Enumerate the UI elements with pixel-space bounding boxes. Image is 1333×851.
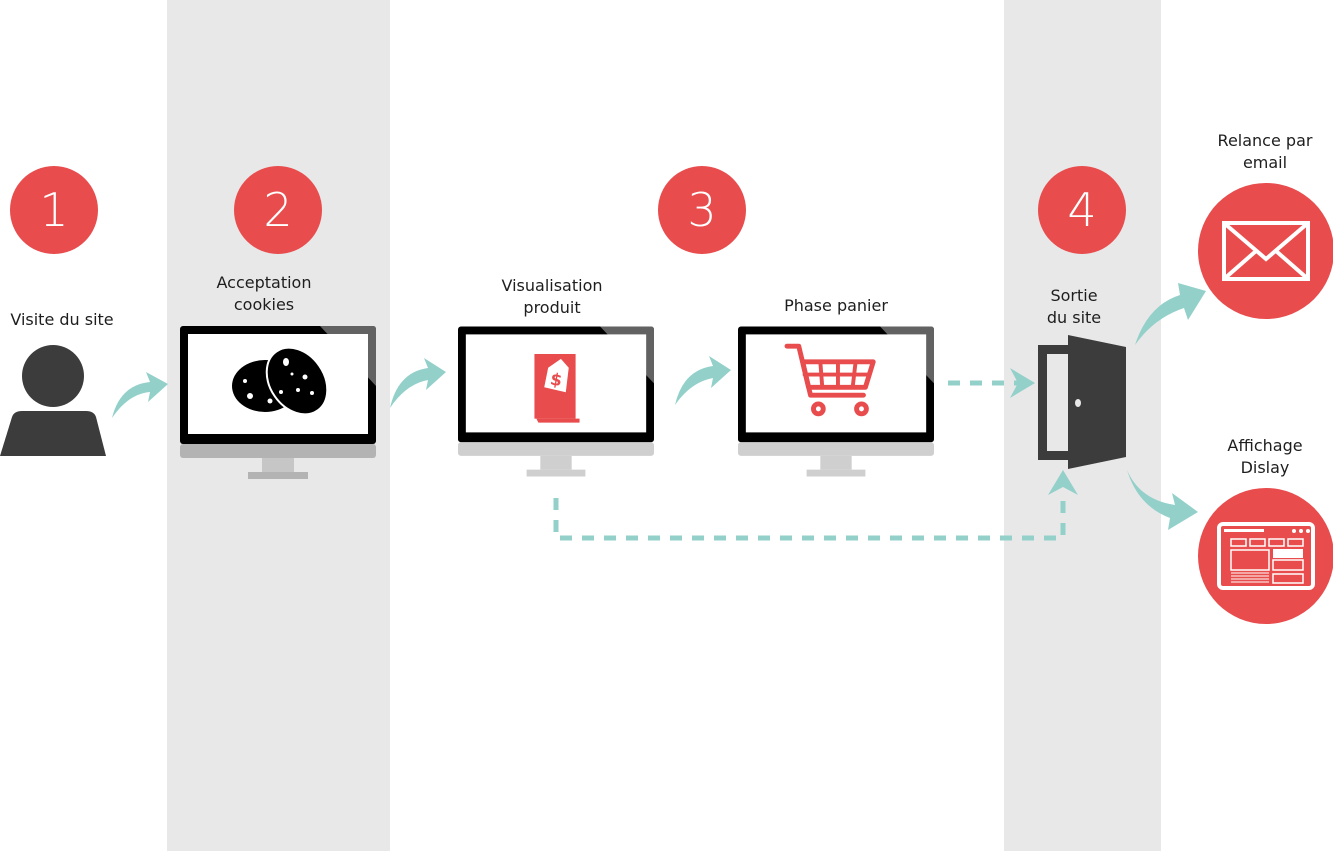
web-display-icon — [1217, 522, 1315, 590]
shopping-cart-icon — [784, 343, 876, 417]
step-label-cookies: Acceptation cookies — [216, 273, 312, 314]
open-door-icon — [1038, 335, 1126, 469]
step-label-visit: Visite du site — [10, 310, 114, 329]
curved-arrow-icon — [112, 372, 168, 418]
channel-display — [1198, 488, 1333, 624]
user-icon — [0, 345, 106, 456]
dashed-link-product-exit — [553, 492, 1066, 541]
step-badge-3: 3 — [658, 166, 746, 254]
envelope-icon — [1222, 221, 1310, 281]
step-badge-2: 2 — [234, 166, 322, 254]
monitor-cart — [738, 326, 934, 477]
step-number: 1 — [39, 183, 69, 237]
curved-arrow-icon — [675, 356, 731, 405]
step-number: 2 — [263, 183, 293, 237]
price-tag-book-icon: $ — [534, 353, 580, 423]
monitor-cookies — [180, 326, 376, 479]
curved-arrow-icon — [390, 358, 446, 408]
step-label-cart: Phase panier — [784, 296, 888, 315]
step-badge-1: 1 — [10, 166, 98, 254]
step-label-exit: Sortie du site — [1046, 286, 1102, 327]
step-badge-4: 4 — [1038, 166, 1126, 254]
svg-text:$: $ — [549, 369, 564, 390]
channel-label-email: Relance par email — [1217, 131, 1313, 172]
step-number: 3 — [687, 183, 717, 237]
channel-label-display: Affichage Dislay — [1227, 436, 1303, 477]
cookies-icon — [232, 346, 329, 416]
monitor-product-view: $ — [458, 326, 654, 477]
channel-email — [1198, 183, 1333, 319]
step-label-product-view: Visualisation produit — [501, 276, 603, 317]
step-number: 4 — [1067, 183, 1097, 237]
